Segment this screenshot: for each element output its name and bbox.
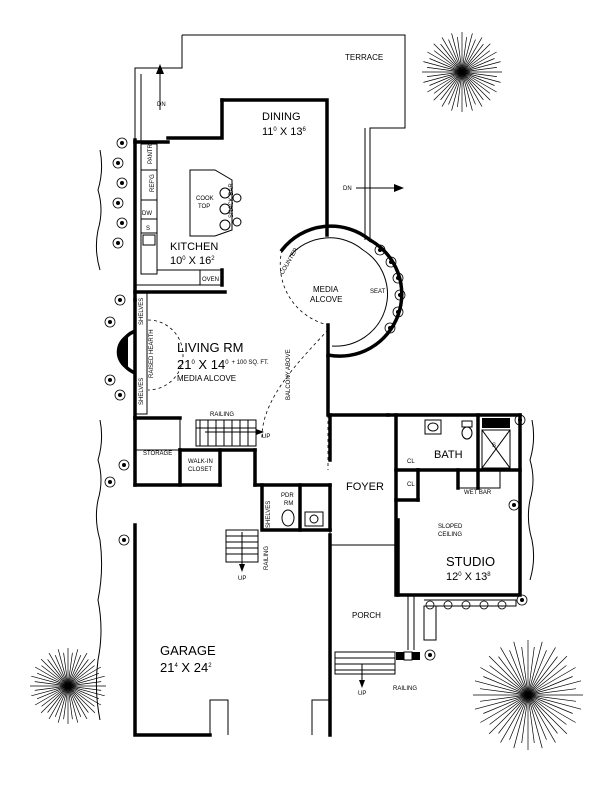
bar-stool — [219, 219, 231, 231]
garage-size: 214 X 242 — [160, 660, 212, 675]
raised-hearth-label: RAISED HEARTH — [149, 329, 155, 378]
living-label: LIVING RM — [177, 340, 243, 355]
cooktop-label-2: TOP — [198, 204, 210, 210]
bar-stool — [232, 217, 242, 227]
refg-label: REF'G — [150, 174, 156, 192]
tree-bottom-left — [30, 648, 106, 724]
snackbar-label: SNACK BAR — [229, 183, 235, 218]
kitchen-island — [189, 169, 233, 237]
living-note: MEDIA ALCOVE — [177, 374, 236, 383]
sloped-ceiling-1: SLOPED — [438, 524, 463, 530]
dn-arrow-terrace: DN — [156, 64, 166, 110]
garage-label: GARAGE — [160, 643, 216, 658]
up-entry-label: UP — [238, 576, 246, 582]
closet-2-label: CL — [407, 482, 415, 488]
bath-fixtures: S CL CL WET BAR — [407, 418, 511, 496]
living-details: SHELVES SHELVES RAISED HEARTH BALCONY AB… — [116, 291, 329, 470]
shrubs — [95, 137, 535, 721]
shelves-hall-label: SHELVES — [266, 501, 272, 528]
closet-label-2: CLOSET — [188, 467, 212, 473]
wet-bar-label: WET BAR — [464, 490, 492, 496]
exterior-walls — [133, 98, 522, 737]
sink-label: S — [146, 226, 150, 232]
railing-entry-label: RAILING — [264, 546, 270, 570]
tree-top-right — [422, 32, 502, 112]
media-alcove-label-2: ALCOVE — [310, 295, 342, 304]
kitchen-details: PANTRY REF'G DW S OVEN COOK TOP SNACK BA… — [140, 140, 242, 285]
entry-stair: UP RAILING SHELVES — [225, 501, 272, 582]
up-stair-label: UP — [262, 434, 270, 440]
foyer-label: FOYER — [346, 481, 384, 493]
railing-stair-label: RAILING — [210, 412, 234, 418]
shelves-bottom-label: SHELVES — [139, 378, 145, 405]
bath-label: BATH — [434, 449, 463, 461]
balcony-above-label: BALCONY ABOVE — [286, 349, 292, 400]
closet-label-1: WALK-IN — [188, 459, 213, 465]
dn-dining-label: DN — [343, 186, 352, 192]
living-size: 210 X 140+ 100 SQ. FT. — [177, 357, 269, 372]
porch: UP RAILING — [334, 599, 517, 697]
studio-label: STUDIO — [446, 554, 495, 569]
shower-label: S — [492, 443, 496, 449]
interior-walls — [133, 268, 522, 597]
dining-label: DINING — [262, 111, 301, 123]
pdr-label-2: RM — [284, 501, 293, 507]
terrace-label: TERRACE — [345, 53, 383, 62]
main-stair: RAILING UP — [195, 412, 270, 447]
pdr-label-1: PDR — [281, 493, 294, 499]
dining-size: 110 X 136 — [262, 126, 306, 138]
sloped-ceiling-2: CEILING — [438, 532, 462, 538]
dw-label: DW — [142, 211, 152, 217]
railing-porch-label: RAILING — [393, 686, 417, 692]
pantry-label: PANTRY — [148, 140, 154, 164]
kitchen-size: 100 X 162 — [170, 255, 215, 267]
seat-label: SEAT — [370, 289, 386, 295]
dn-terrace-label: DN — [157, 102, 166, 108]
closet-1-label: CL — [407, 459, 415, 465]
room-labels: DINING 110 X 136 KITCHEN 100 X 162 MEDIA… — [143, 111, 495, 675]
studio-size: 120 X 138 — [446, 571, 491, 583]
porch-label: PORCH — [352, 611, 381, 620]
up-porch-label: UP — [358, 691, 366, 697]
storage-label: STORAGE — [143, 451, 172, 457]
tree-bottom-right — [473, 640, 583, 750]
powder-room — [281, 509, 324, 527]
bar-stool — [232, 193, 242, 203]
cooktop-label-1: COOK — [196, 196, 214, 202]
media-alcove-label-1: MEDIA — [313, 285, 339, 294]
shelves-top-label: SHELVES — [139, 298, 145, 325]
oven-label: OVEN — [202, 277, 219, 283]
bar-stool — [219, 203, 231, 215]
kitchen-label: KITCHEN — [170, 241, 218, 253]
dn-arrow-dining: DN — [343, 184, 404, 192]
bar-stool — [219, 187, 231, 199]
